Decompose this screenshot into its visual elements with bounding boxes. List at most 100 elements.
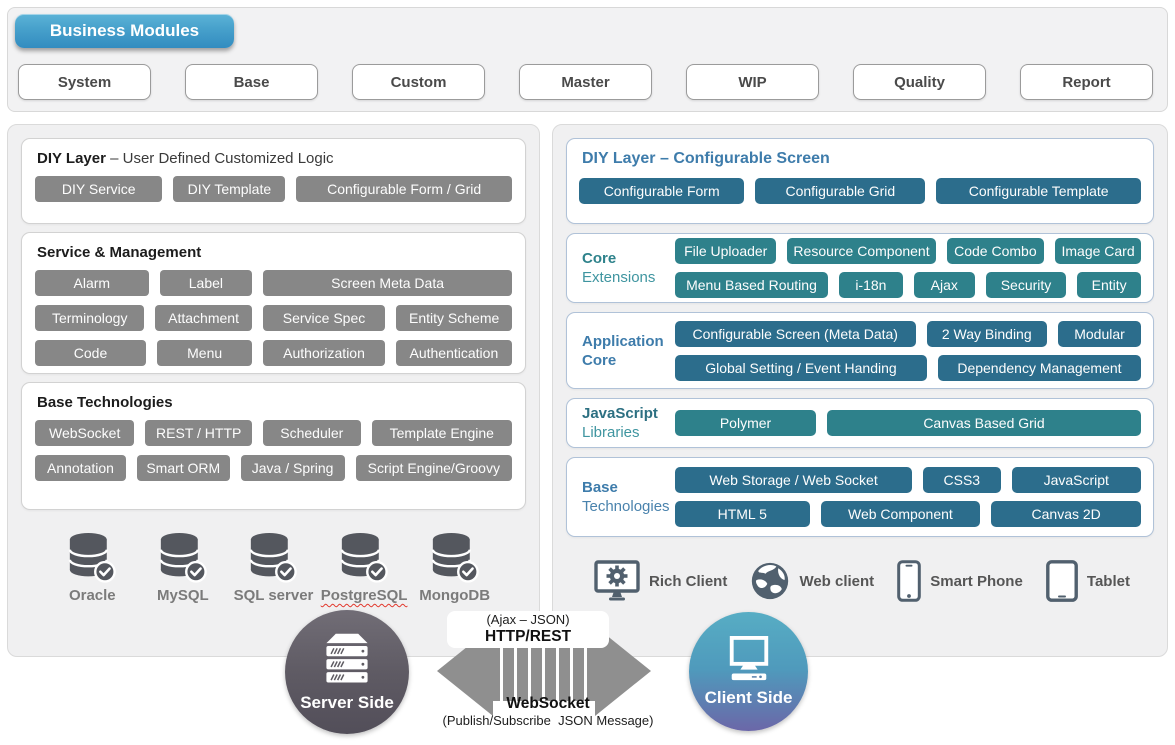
client-side-panel: DIY Layer – Configurable Screen Configur… xyxy=(552,124,1168,657)
business-modules-button[interactable]: Business Modules xyxy=(15,14,234,48)
client-item-web-client: Web client xyxy=(750,560,874,602)
chip-entity-scheme[interactable]: Entity Scheme xyxy=(396,305,512,331)
websocket-label: WebSocket xyxy=(506,695,590,712)
module-button-quality[interactable]: Quality xyxy=(853,64,986,100)
chip-web-component[interactable]: Web Component xyxy=(820,501,981,527)
module-button-wip[interactable]: WIP xyxy=(686,64,819,100)
arrow-striped-band xyxy=(493,641,595,701)
chip-authentication[interactable]: Authentication xyxy=(395,340,512,366)
chip-diy-service[interactable]: DIY Service xyxy=(35,176,163,202)
chip-global-setting-event[interactable]: Global Setting / Event Handing xyxy=(675,354,927,381)
core-extensions-card: Core Extensions File Uploader Resource C… xyxy=(566,233,1154,303)
service-management-card: Service & Management Alarm Label Screen … xyxy=(21,232,526,374)
chip-service-spec[interactable]: Service Spec xyxy=(262,305,386,331)
chip-configurable-form[interactable]: Configurable Form xyxy=(579,178,745,204)
db-label: SQL server xyxy=(233,587,314,604)
chip-entity[interactable]: Entity xyxy=(1077,272,1142,298)
database-icon xyxy=(431,530,479,584)
chip-javascript[interactable]: JavaScript xyxy=(1011,467,1141,493)
client-label: Smart Phone xyxy=(930,572,1023,590)
module-button-report[interactable]: Report xyxy=(1020,64,1153,100)
chip-resource-component[interactable]: Resource Component xyxy=(787,238,936,264)
chip-diy-template[interactable]: DIY Template xyxy=(173,176,286,202)
db-item-postgresql: PostgreSQL xyxy=(319,530,410,604)
database-icon xyxy=(340,530,388,584)
chip-authorization[interactable]: Authorization xyxy=(263,340,385,366)
business-modules-bar: Business Modules System Base Custom Mast… xyxy=(7,7,1168,112)
chip-websocket[interactable]: WebSocket xyxy=(35,420,135,446)
client-side-circle: Client Side xyxy=(689,612,808,731)
chip-web-storage-web-socket[interactable]: Web Storage / Web Socket xyxy=(675,467,913,493)
chip-canvas-2d[interactable]: Canvas 2D xyxy=(991,501,1141,527)
module-button-master[interactable]: Master xyxy=(519,64,652,100)
chip-menu-based-routing[interactable]: Menu Based Routing xyxy=(675,272,828,298)
http-rest-label: HTTP/REST xyxy=(484,628,572,645)
smartphone-icon xyxy=(897,560,922,602)
module-button-custom[interactable]: Custom xyxy=(352,64,485,100)
chip-dependency-management[interactable]: Dependency Management xyxy=(937,354,1141,381)
chip-i18n[interactable]: i-18n xyxy=(839,272,903,298)
database-icon xyxy=(68,530,117,584)
chip-configurable-template[interactable]: Configurable Template xyxy=(936,178,1141,204)
globe-icon xyxy=(750,561,790,601)
chip-attachment[interactable]: Attachment xyxy=(155,305,252,331)
chip-template-engine[interactable]: Template Engine xyxy=(371,420,513,446)
chip-2-way-binding[interactable]: 2 Way Binding xyxy=(926,320,1047,347)
database-icon xyxy=(249,530,298,584)
chip-code[interactable]: Code xyxy=(35,340,146,366)
module-button-row: System Base Custom Master WIP Quality Re… xyxy=(18,64,1153,100)
chip-html5[interactable]: HTML 5 xyxy=(675,501,810,527)
db-label: Oracle xyxy=(68,587,116,604)
chip-screen-meta-data[interactable]: Screen Meta Data xyxy=(263,270,513,296)
chip-scheduler[interactable]: Scheduler xyxy=(263,420,361,446)
chip-configurable-form-grid[interactable]: Configurable Form / Grid xyxy=(296,176,512,202)
chip-ajax[interactable]: Ajax xyxy=(913,272,975,298)
client-side-label: Client Side xyxy=(704,687,793,707)
chip-terminology[interactable]: Terminology xyxy=(35,305,145,331)
client-label: Web client xyxy=(799,572,875,590)
chip-smart-orm[interactable]: Smart ORM xyxy=(136,455,230,481)
chip-label[interactable]: Label xyxy=(159,270,253,296)
monitor-gear-icon xyxy=(594,560,640,602)
chip-polymer[interactable]: Polymer xyxy=(675,410,817,436)
client-label: Tablet xyxy=(1086,572,1130,590)
server-side-circle: Server Side xyxy=(285,610,409,734)
chip-alarm[interactable]: Alarm xyxy=(35,270,149,296)
chip-script-engine-groovy[interactable]: Script Engine/Groovy xyxy=(355,455,512,481)
application-core-label: Application Core xyxy=(582,332,664,369)
chip-code-combo[interactable]: Code Combo xyxy=(946,238,1045,264)
chip-menu[interactable]: Menu xyxy=(157,340,253,366)
diy-layer-card-server: DIY Layer – User Defined Customized Logi… xyxy=(21,138,526,224)
client-device-row: Rich Client Web client xyxy=(566,546,1154,602)
chip-image-card[interactable]: Image Card xyxy=(1055,238,1141,264)
tablet-icon xyxy=(1046,560,1078,602)
db-label: PostgreSQL xyxy=(320,587,408,604)
publish-subscribe-note: (Publish/Subscribe JSON Message) xyxy=(442,713,654,728)
module-button-system[interactable]: System xyxy=(18,64,151,100)
chip-modular[interactable]: Modular xyxy=(1058,320,1141,347)
desktop-computer-icon xyxy=(723,635,775,684)
chip-security[interactable]: Security xyxy=(985,272,1067,298)
db-label: MongoDB xyxy=(419,587,491,604)
db-item-sql-server: SQL server xyxy=(228,530,319,604)
websocket-labels: WebSocket (Publish/Subscribe JSON Messag… xyxy=(408,695,688,729)
chip-file-uploader[interactable]: File Uploader xyxy=(675,238,777,264)
db-item-oracle: Oracle xyxy=(47,530,138,604)
base-technologies-label-client: Base Technologies xyxy=(582,479,670,515)
chip-rest-http[interactable]: REST / HTTP xyxy=(145,420,253,446)
chip-annotation[interactable]: Annotation xyxy=(35,455,126,481)
chip-java-spring[interactable]: Java / Spring xyxy=(240,455,345,481)
diy-layer-card-client: DIY Layer – Configurable Screen Configur… xyxy=(566,138,1154,224)
module-button-base[interactable]: Base xyxy=(185,64,318,100)
base-technologies-card-client: Base Technologies Web Storage / Web Sock… xyxy=(566,457,1154,537)
chip-canvas-based-grid[interactable]: Canvas Based Grid xyxy=(827,410,1141,436)
db-item-mysql: MySQL xyxy=(138,530,229,604)
client-item-smart-phone: Smart Phone xyxy=(897,560,1023,602)
db-label: MySQL xyxy=(157,587,209,604)
service-management-title: Service & Management xyxy=(37,244,202,261)
chip-configurable-screen-meta[interactable]: Configurable Screen (Meta Data) xyxy=(675,320,916,347)
chip-css3[interactable]: CSS3 xyxy=(923,467,1001,493)
base-technologies-title: Base Technologies xyxy=(37,394,173,411)
chip-configurable-grid[interactable]: Configurable Grid xyxy=(755,178,926,204)
